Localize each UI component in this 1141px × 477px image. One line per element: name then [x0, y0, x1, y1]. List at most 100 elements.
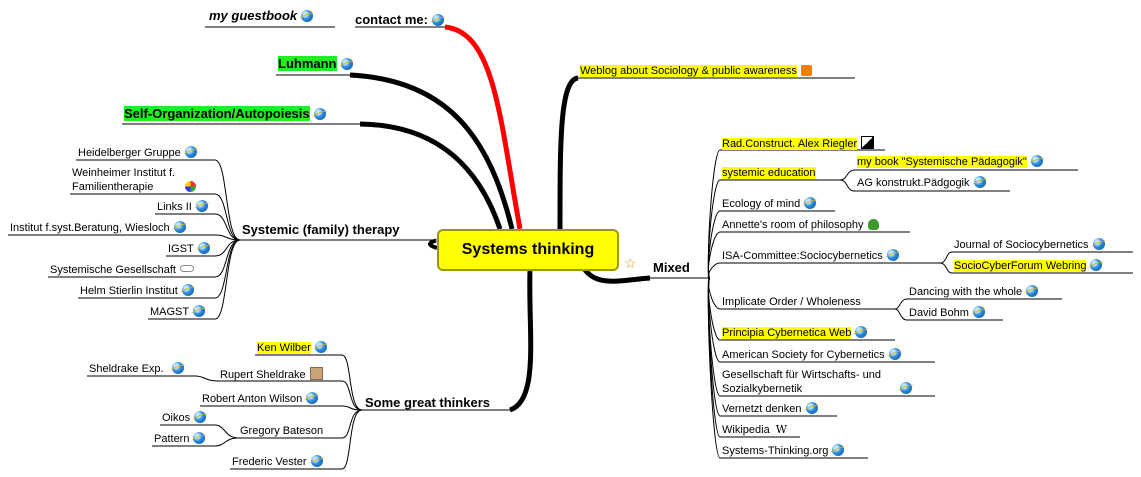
item-label: Frederic Vester	[232, 456, 307, 468]
link-icon[interactable]	[306, 392, 319, 404]
mixed-item[interactable]: Vernetzt denken	[720, 402, 820, 416]
link-icon[interactable]	[301, 10, 314, 22]
weblog-node[interactable]: Weblog about Sociology & public awarenes…	[578, 64, 814, 78]
item-label: Gesellschaft für Wirtschafts- und	[722, 369, 881, 381]
link-icon[interactable]	[310, 455, 323, 467]
item-label: Systemische Gesellschaft	[50, 264, 176, 276]
mixed-node[interactable]: Mixed	[653, 260, 690, 275]
frog-icon[interactable]	[867, 219, 879, 230]
thinker-item[interactable]: Sheldrake Exp.	[87, 362, 186, 376]
therapy-item[interactable]: Heidelberger Gruppe	[76, 146, 199, 160]
thinker-item[interactable]: Frederic Vester	[230, 455, 325, 469]
mixed-item[interactable]: AG konstrukt.Pädgogik	[855, 176, 988, 190]
link-icon[interactable]	[886, 249, 899, 261]
link-icon[interactable]	[972, 306, 985, 318]
link-icon[interactable]	[193, 432, 206, 444]
thinker-item[interactable]: Pattern	[152, 432, 207, 446]
contact-node[interactable]: contact me:	[353, 13, 446, 27]
link-icon[interactable]	[340, 58, 353, 70]
blogger-icon[interactable]	[800, 65, 812, 76]
mixed-item[interactable]: my book "Systemische Pädagogik"	[855, 155, 1045, 169]
document-icon[interactable]	[861, 136, 875, 149]
link-icon[interactable]	[314, 341, 327, 353]
mixed-item[interactable]: systemic education	[720, 166, 818, 180]
therapy-item[interactable]: Links II	[155, 200, 210, 214]
item-label: IGST	[168, 243, 194, 255]
thinker-item[interactable]: Ken Wilber	[255, 341, 329, 355]
link-icon[interactable]	[1026, 285, 1039, 297]
link-icon[interactable]	[197, 242, 210, 254]
item-label: Wikipedia	[722, 424, 770, 436]
thinker-item[interactable]: Oikos	[160, 411, 208, 425]
thinker-item[interactable]: Rupert Sheldrake	[218, 367, 325, 382]
weblog-label: Weblog about Sociology & public awarenes…	[580, 65, 797, 77]
mixed-item[interactable]: Principia Cybernetica Web	[720, 326, 869, 340]
mixed-item[interactable]: David Bohm	[907, 306, 987, 320]
link-icon[interactable]	[194, 411, 207, 423]
item-label: Principia Cybernetica Web	[722, 327, 852, 339]
link-icon[interactable]	[184, 146, 197, 158]
link-icon[interactable]	[171, 362, 184, 374]
luhmann-node[interactable]: Luhmann	[276, 56, 355, 71]
link-icon[interactable]	[900, 382, 913, 394]
item-label: Robert Anton Wilson	[202, 393, 303, 405]
mixed-item[interactable]: Rad.Construct. Alex Riegler	[720, 136, 876, 151]
link-icon[interactable]	[173, 221, 186, 233]
item-label: American Society for Cybernetics	[722, 349, 885, 361]
mixed-item[interactable]: Ecology of mind	[720, 197, 818, 211]
mixed-item[interactable]: Sozialkybernetik	[720, 382, 914, 396]
item-label: Annette's room of philosophy	[722, 219, 864, 231]
item-label: AG konstrukt.Pädgogik	[857, 177, 970, 189]
link-icon[interactable]	[804, 197, 817, 209]
mixed-item[interactable]: Annette's room of philosophy	[720, 218, 881, 232]
link-icon[interactable]	[1092, 238, 1105, 250]
link-icon[interactable]	[1030, 155, 1043, 167]
link-icon[interactable]	[195, 200, 208, 212]
item-label: SocioCyberForum Webring	[954, 260, 1087, 272]
mixed-item[interactable]: Dancing with the whole	[907, 285, 1040, 299]
link-icon[interactable]	[973, 176, 986, 188]
therapy-item[interactable]: IGST	[166, 242, 212, 256]
therapy-item[interactable]: MAGST	[148, 305, 207, 319]
mixed-item[interactable]: Wikipedia W	[720, 423, 789, 437]
photo-icon[interactable]	[309, 367, 323, 380]
therapy-item[interactable]: Helm Stierlin Institut	[78, 284, 196, 298]
branch-luhmann	[349, 72, 515, 230]
mixed-item[interactable]: American Society for Cybernetics	[720, 348, 903, 362]
link-icon[interactable]	[855, 326, 868, 338]
item-label: Oikos	[162, 412, 191, 424]
selforg-node[interactable]: Self-Organization/Autopoiesis	[122, 106, 328, 121]
mixed-item[interactable]: Journal of Sociocybernetics	[952, 238, 1107, 252]
central-topic[interactable]: Systems thinking	[437, 229, 619, 271]
link-icon[interactable]	[313, 108, 326, 120]
therapy-item[interactable]: Familientherapie	[70, 180, 198, 194]
mixed-item[interactable]: Gesellschaft für Wirtschafts- und	[720, 368, 883, 382]
mixed-item[interactable]: SocioCyberForum Webring	[952, 259, 1104, 273]
therapy-item[interactable]: Institut f.syst.Beratung, Wiesloch	[8, 221, 188, 235]
thinkers-node[interactable]: Some great thinkers	[365, 395, 490, 410]
link-icon[interactable]	[181, 284, 194, 296]
guestbook-node[interactable]: my guestbook	[207, 9, 315, 23]
therapy-item[interactable]: Systemische Gesellschaft	[48, 263, 196, 277]
thinker-item[interactable]: Gregory Bateson	[238, 424, 325, 438]
link-icon[interactable]	[888, 348, 901, 360]
link-icon[interactable]	[805, 402, 818, 414]
wikipedia-icon[interactable]: W	[775, 423, 787, 436]
link-icon[interactable]	[1090, 259, 1103, 271]
link-icon[interactable]	[832, 444, 845, 456]
mixed-item[interactable]: ISA-Committee:Sociocybernetics	[720, 249, 901, 263]
mixed-item[interactable]: Implicate Order / Wholeness	[720, 295, 863, 309]
pinwheel-icon[interactable]	[185, 181, 197, 192]
item-label: Systems-Thinking.org	[722, 445, 829, 457]
item-label: Heidelberger Gruppe	[78, 147, 181, 159]
therapy-node[interactable]: Systemic (family) therapy	[242, 222, 400, 237]
link-icon[interactable]	[193, 305, 206, 317]
chain-icon[interactable]	[179, 265, 194, 272]
link-icon[interactable]	[431, 14, 444, 26]
item-label: MAGST	[150, 306, 190, 318]
thinker-item[interactable]: Robert Anton Wilson	[200, 392, 320, 406]
mixed-item[interactable]: Systems-Thinking.org	[720, 444, 846, 458]
item-label: my book "Systemische Pädagogik"	[857, 156, 1027, 168]
therapy-item[interactable]: Weinheimer Institut f.	[70, 166, 177, 180]
